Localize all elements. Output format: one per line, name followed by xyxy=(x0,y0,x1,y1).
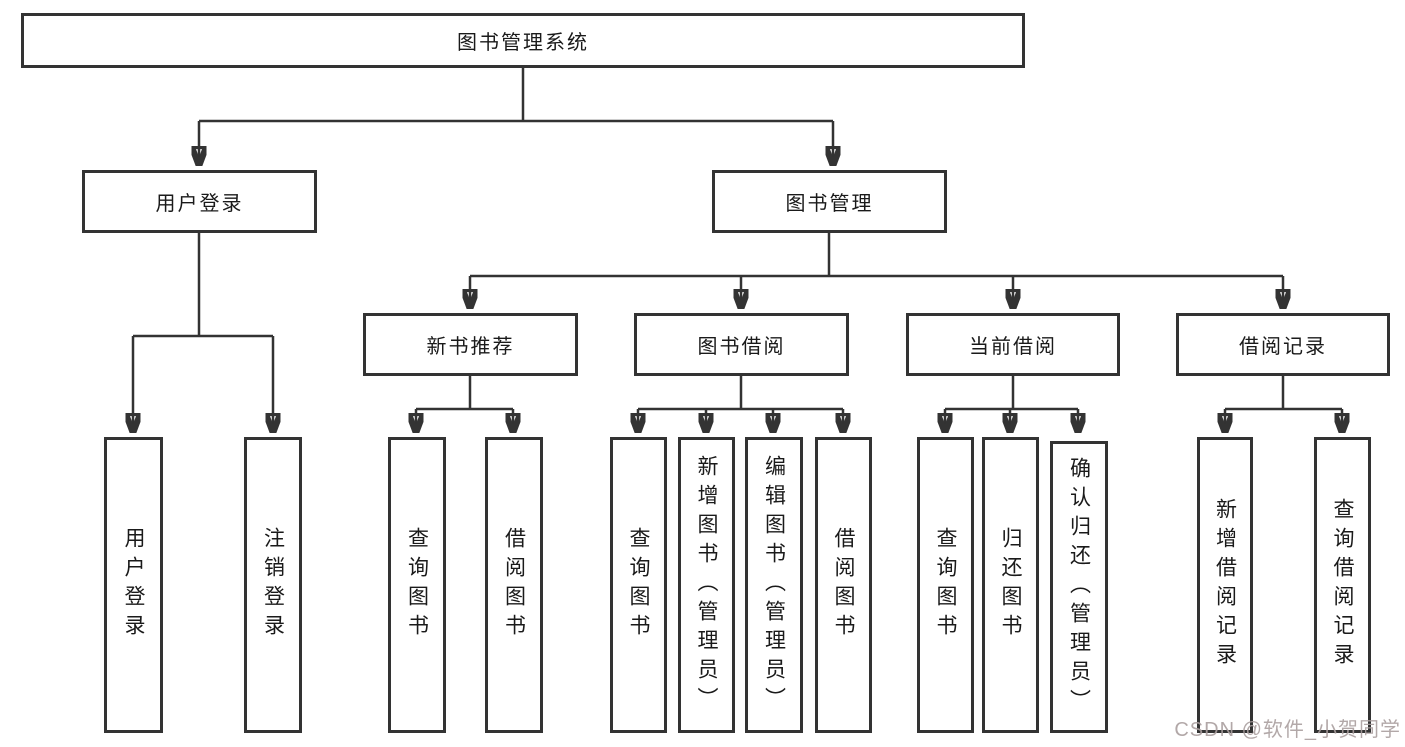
node-new-book-recommend-label: 新书推荐 xyxy=(426,336,515,358)
leaf-user-login-label: 用户登录 xyxy=(122,527,145,643)
leaf-logout: 注销登录 xyxy=(244,437,302,733)
leaf-edit-book-admin-label: 编辑图书（管理员） xyxy=(762,454,786,716)
node-user-login: 用户登录 xyxy=(82,170,317,233)
node-current-borrow-label: 当前借阅 xyxy=(969,336,1057,358)
node-book-management: 图书管理 xyxy=(712,170,947,233)
leaf-query-book-borrow: 查询图书 xyxy=(610,437,667,733)
node-book-borrow: 图书借阅 xyxy=(634,313,849,376)
leaf-query-book-current: 查询图书 xyxy=(917,437,974,733)
leaf-borrow-book-label: 借阅图书 xyxy=(832,527,855,643)
leaf-borrow-book: 借阅图书 xyxy=(815,437,872,733)
node-root: 图书管理系统 xyxy=(21,13,1025,68)
node-new-book-recommend: 新书推荐 xyxy=(363,313,578,376)
leaf-query-book-recommend-label: 查询图书 xyxy=(405,527,429,643)
leaf-add-book-admin-label: 新增图书（管理员） xyxy=(695,454,718,716)
leaf-query-book-current-label: 查询图书 xyxy=(934,527,957,643)
leaf-add-book-admin: 新增图书（管理员） xyxy=(678,437,735,733)
leaf-query-book-recommend: 查询图书 xyxy=(388,437,446,733)
leaf-query-borrow-record: 查询借阅记录 xyxy=(1314,437,1371,733)
node-borrow-records-label: 借阅记录 xyxy=(1239,336,1327,358)
node-user-login-label: 用户登录 xyxy=(155,193,244,215)
node-root-label: 图书管理系统 xyxy=(457,32,589,54)
leaf-borrow-book-recommend-label: 借阅图书 xyxy=(502,527,526,643)
leaf-logout-label: 注销登录 xyxy=(261,527,285,643)
leaf-query-book-borrow-label: 查询图书 xyxy=(627,527,650,643)
leaf-add-borrow-record-label: 新增借阅记录 xyxy=(1213,498,1237,672)
leaf-confirm-return-admin-label: 确认归还（管理员） xyxy=(1067,456,1091,718)
node-book-management-label: 图书管理 xyxy=(785,193,874,215)
node-current-borrow: 当前借阅 xyxy=(906,313,1120,376)
leaf-query-borrow-record-label: 查询借阅记录 xyxy=(1331,498,1354,672)
leaf-edit-book-admin: 编辑图书（管理员） xyxy=(745,437,803,733)
leaf-return-book: 归还图书 xyxy=(982,437,1039,733)
node-book-borrow-label: 图书借阅 xyxy=(697,336,786,358)
leaf-return-book-label: 归还图书 xyxy=(999,527,1022,643)
node-borrow-records: 借阅记录 xyxy=(1176,313,1390,376)
leaf-user-login: 用户登录 xyxy=(104,437,163,733)
leaf-borrow-book-recommend: 借阅图书 xyxy=(485,437,543,733)
leaf-confirm-return-admin: 确认归还（管理员） xyxy=(1050,441,1108,733)
leaf-add-borrow-record: 新增借阅记录 xyxy=(1197,437,1253,733)
